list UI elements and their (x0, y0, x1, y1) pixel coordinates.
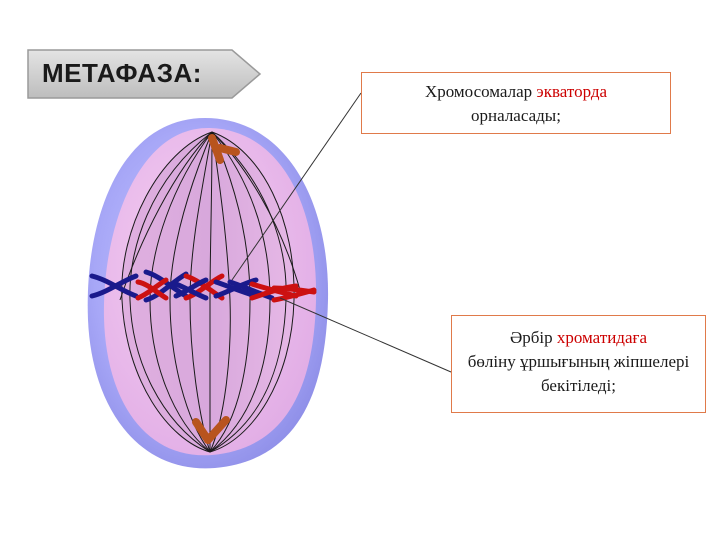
centriole-top-icon (208, 134, 240, 164)
page-title: МЕТАФАЗА: (42, 58, 202, 88)
centriole-bottom-icon (192, 416, 230, 444)
callout-equator: Хромосомалар экваторда орналасады; (361, 72, 671, 134)
title-banner: МЕТАФАЗА: (26, 48, 262, 100)
callout-highlight: хроматидаға (556, 328, 648, 347)
callout-highlight: экваторда (536, 82, 608, 101)
pointer-line-chromatid (279, 297, 452, 373)
title-arrow-shape (27, 49, 262, 99)
callout-chromatid: Әрбір хроматидаға бөліну ұршығының жіпше… (451, 315, 706, 413)
chromosomes-equator (89, 269, 317, 303)
callout-text: Хромосомалар (424, 82, 537, 101)
callout-text: бөліну ұршығының жіпшелері бекітіледі; (467, 352, 690, 395)
callout-text: орналасады; (471, 106, 561, 125)
callout-text: Әрбір (509, 328, 557, 347)
pointer-line-equator (231, 92, 362, 281)
spindle-apparatus (119, 131, 301, 453)
